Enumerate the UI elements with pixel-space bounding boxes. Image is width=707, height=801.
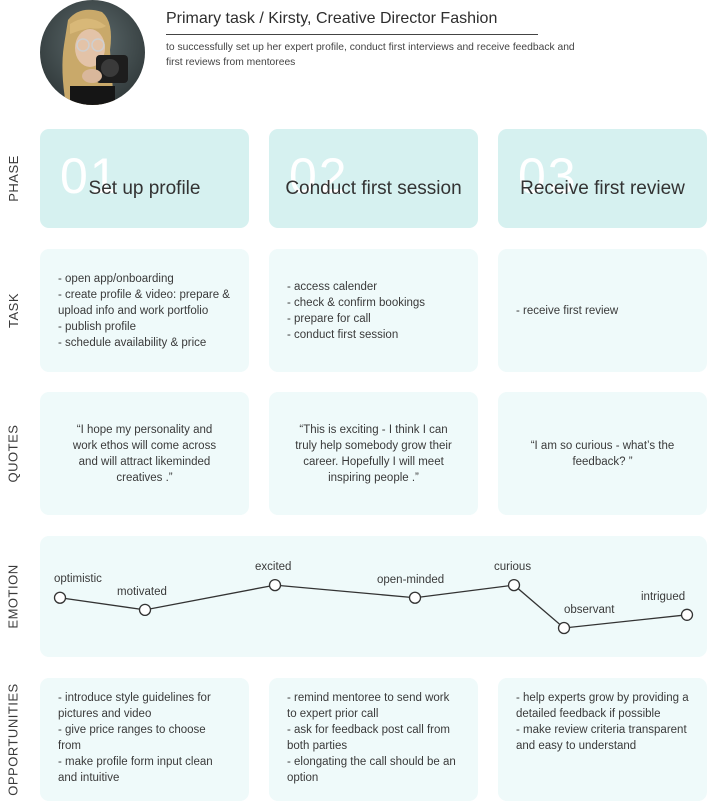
task-item: - conduct first session [287, 328, 399, 341]
task-item: - access calender [287, 280, 378, 293]
emotion-card: optimistic motivated excited open-minded cur… [40, 536, 707, 657]
phase-number: 02 [289, 148, 349, 204]
opportunity-item: - remind mentoree to send work to expert… [287, 692, 450, 720]
quote-card-2: “This is exciting - I think I can truly … [269, 392, 478, 515]
row-label-opportunities: OPPORTUNITIES [5, 683, 21, 796]
emotion-point [53, 591, 67, 604]
phase-number: 01 [60, 148, 120, 204]
opportunity-item: - make review criteria transparent and e… [516, 724, 687, 752]
emotion-point [268, 578, 282, 592]
emotion-label: intrigued [641, 591, 685, 603]
task-item: - open app/onboarding [58, 272, 174, 285]
emotion-point [408, 591, 422, 604]
page-title: Primary task / Kirsty, Creative Director… [166, 10, 498, 27]
emotion-curve: optimistic motivated excited open-minded cur… [53, 561, 694, 635]
phase-card-3: 03 Receive first review [498, 129, 707, 228]
row-label-task: TASK [5, 293, 21, 328]
emotion-point [680, 608, 694, 621]
opportunity-card-3: - help experts grow by providing a detai… [498, 678, 707, 801]
avatar [40, 0, 145, 105]
opportunity-card-1: - introduce style guidelines for picture… [40, 678, 249, 801]
phase-card-1: 01 Set up profile [40, 129, 249, 228]
row-label-quotes: QUOTES [5, 424, 21, 483]
task-item: - create profile & video: prepare & uplo… [58, 288, 230, 317]
row-label-emotion: EMOTION [5, 564, 21, 629]
phase-number: 03 [518, 148, 578, 204]
opportunity-item: - introduce style guidelines for picture… [58, 692, 211, 720]
phase-name: Conduct first session [285, 178, 462, 199]
emotion-point [138, 603, 152, 616]
quote-card-1: “I hope my personality and work ethos wi… [40, 392, 249, 515]
row-label-phase: PHASE [5, 155, 21, 202]
task-item: - check & confirm bookings [287, 296, 426, 309]
emotion-label: observant [564, 604, 615, 616]
page-subtitle: to successfully set up her expert profil… [166, 42, 575, 68]
emotion-point [507, 578, 521, 592]
emotion-label: open-minded [377, 574, 444, 586]
task-item: - receive first review [516, 304, 619, 317]
opportunity-item: - make profile form input clean and intu… [58, 756, 213, 784]
quote-text: “This is exciting - I think I can truly … [295, 423, 452, 484]
title-underline [166, 34, 538, 35]
portrait-photo-icon [40, 0, 145, 105]
task-item: - prepare for call [287, 312, 371, 325]
task-card-3: - receive first review [498, 249, 707, 372]
emotion-label: motivated [117, 586, 167, 598]
quote-text: “I hope my personality and work ethos wi… [72, 423, 217, 484]
emotion-label: optimistic [54, 573, 102, 585]
opportunity-item: - give price ranges to choose from [58, 724, 206, 752]
quote-card-3: “I am so curious - what’s the feedback? … [498, 392, 707, 515]
phase-name: Receive first review [520, 178, 685, 199]
emotion-point [557, 621, 571, 635]
opportunity-item: - elongating the call should be an optio… [287, 756, 456, 784]
phase-card-2: 02 Conduct first session [269, 129, 478, 228]
emotion-label: excited [255, 561, 291, 573]
opportunity-item: - ask for feedback post call from both p… [287, 724, 450, 752]
opportunity-card-2: - remind mentoree to send work to expert… [269, 678, 478, 801]
task-card-1: - open app/onboarding - create profile &… [40, 249, 249, 372]
task-item: - schedule availability & price [58, 336, 207, 349]
opportunity-item: - help experts grow by providing a detai… [516, 692, 689, 720]
task-card-2: - access calender - check & confirm book… [269, 249, 478, 372]
task-item: - publish profile [58, 320, 136, 333]
quote-text: “I am so curious - what’s the feedback? … [530, 439, 675, 468]
phase-name: Set up profile [88, 178, 201, 199]
emotion-label: curious [494, 561, 531, 573]
